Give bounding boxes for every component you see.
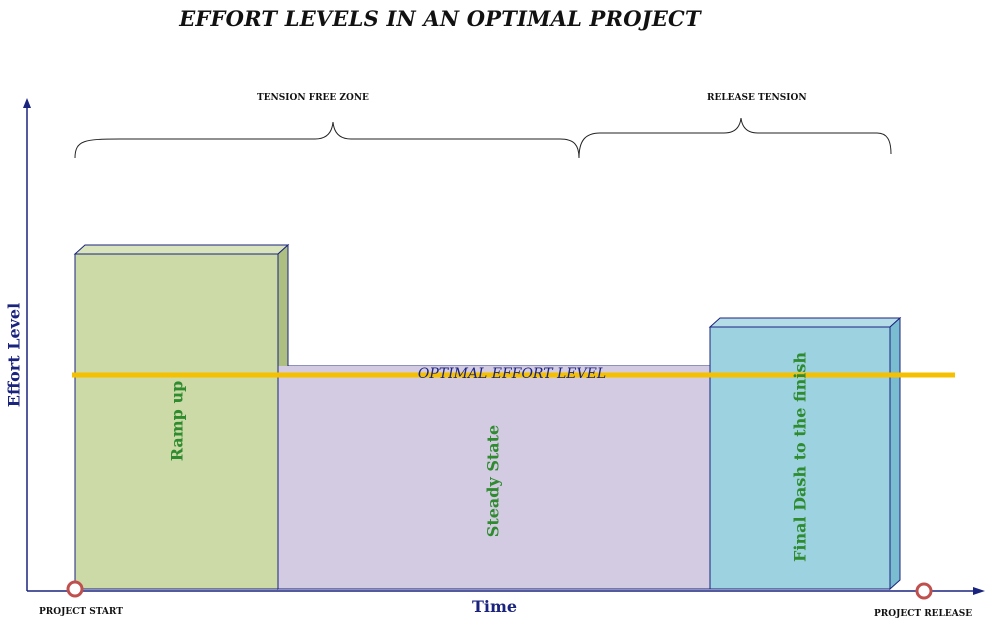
- ramp-up-label: Ramp up: [167, 380, 187, 462]
- final-dash-block: [708, 316, 902, 591]
- y-axis-label: Effort Level: [4, 302, 24, 408]
- ramp-up-block: [73, 243, 290, 591]
- project-release-marker: [915, 582, 933, 600]
- optimal-effort-label: OPTIMAL EFFORT LEVEL: [417, 366, 607, 382]
- tension-free-zone-label: TENSION FREE ZONE: [257, 93, 369, 103]
- release-tension-brace: [578, 117, 892, 159]
- x-axis-arrowhead: [973, 587, 985, 595]
- release-tension-label: RELEASE TENSION: [707, 93, 807, 103]
- x-axis-label: Time: [472, 597, 518, 616]
- project-release-label: PROJECT RELEASE: [874, 609, 973, 619]
- project-start-marker: [66, 580, 84, 598]
- y-axis-arrowhead: [23, 98, 31, 108]
- diagram-title: EFFORT LEVELS IN AN OPTIMAL PROJECT: [179, 6, 701, 31]
- steady-state-label: Steady State: [483, 424, 503, 538]
- project-start-label: PROJECT START: [39, 607, 123, 617]
- final-dash-label: Final Dash to the finish: [790, 352, 810, 562]
- tension-free-brace: [74, 121, 580, 159]
